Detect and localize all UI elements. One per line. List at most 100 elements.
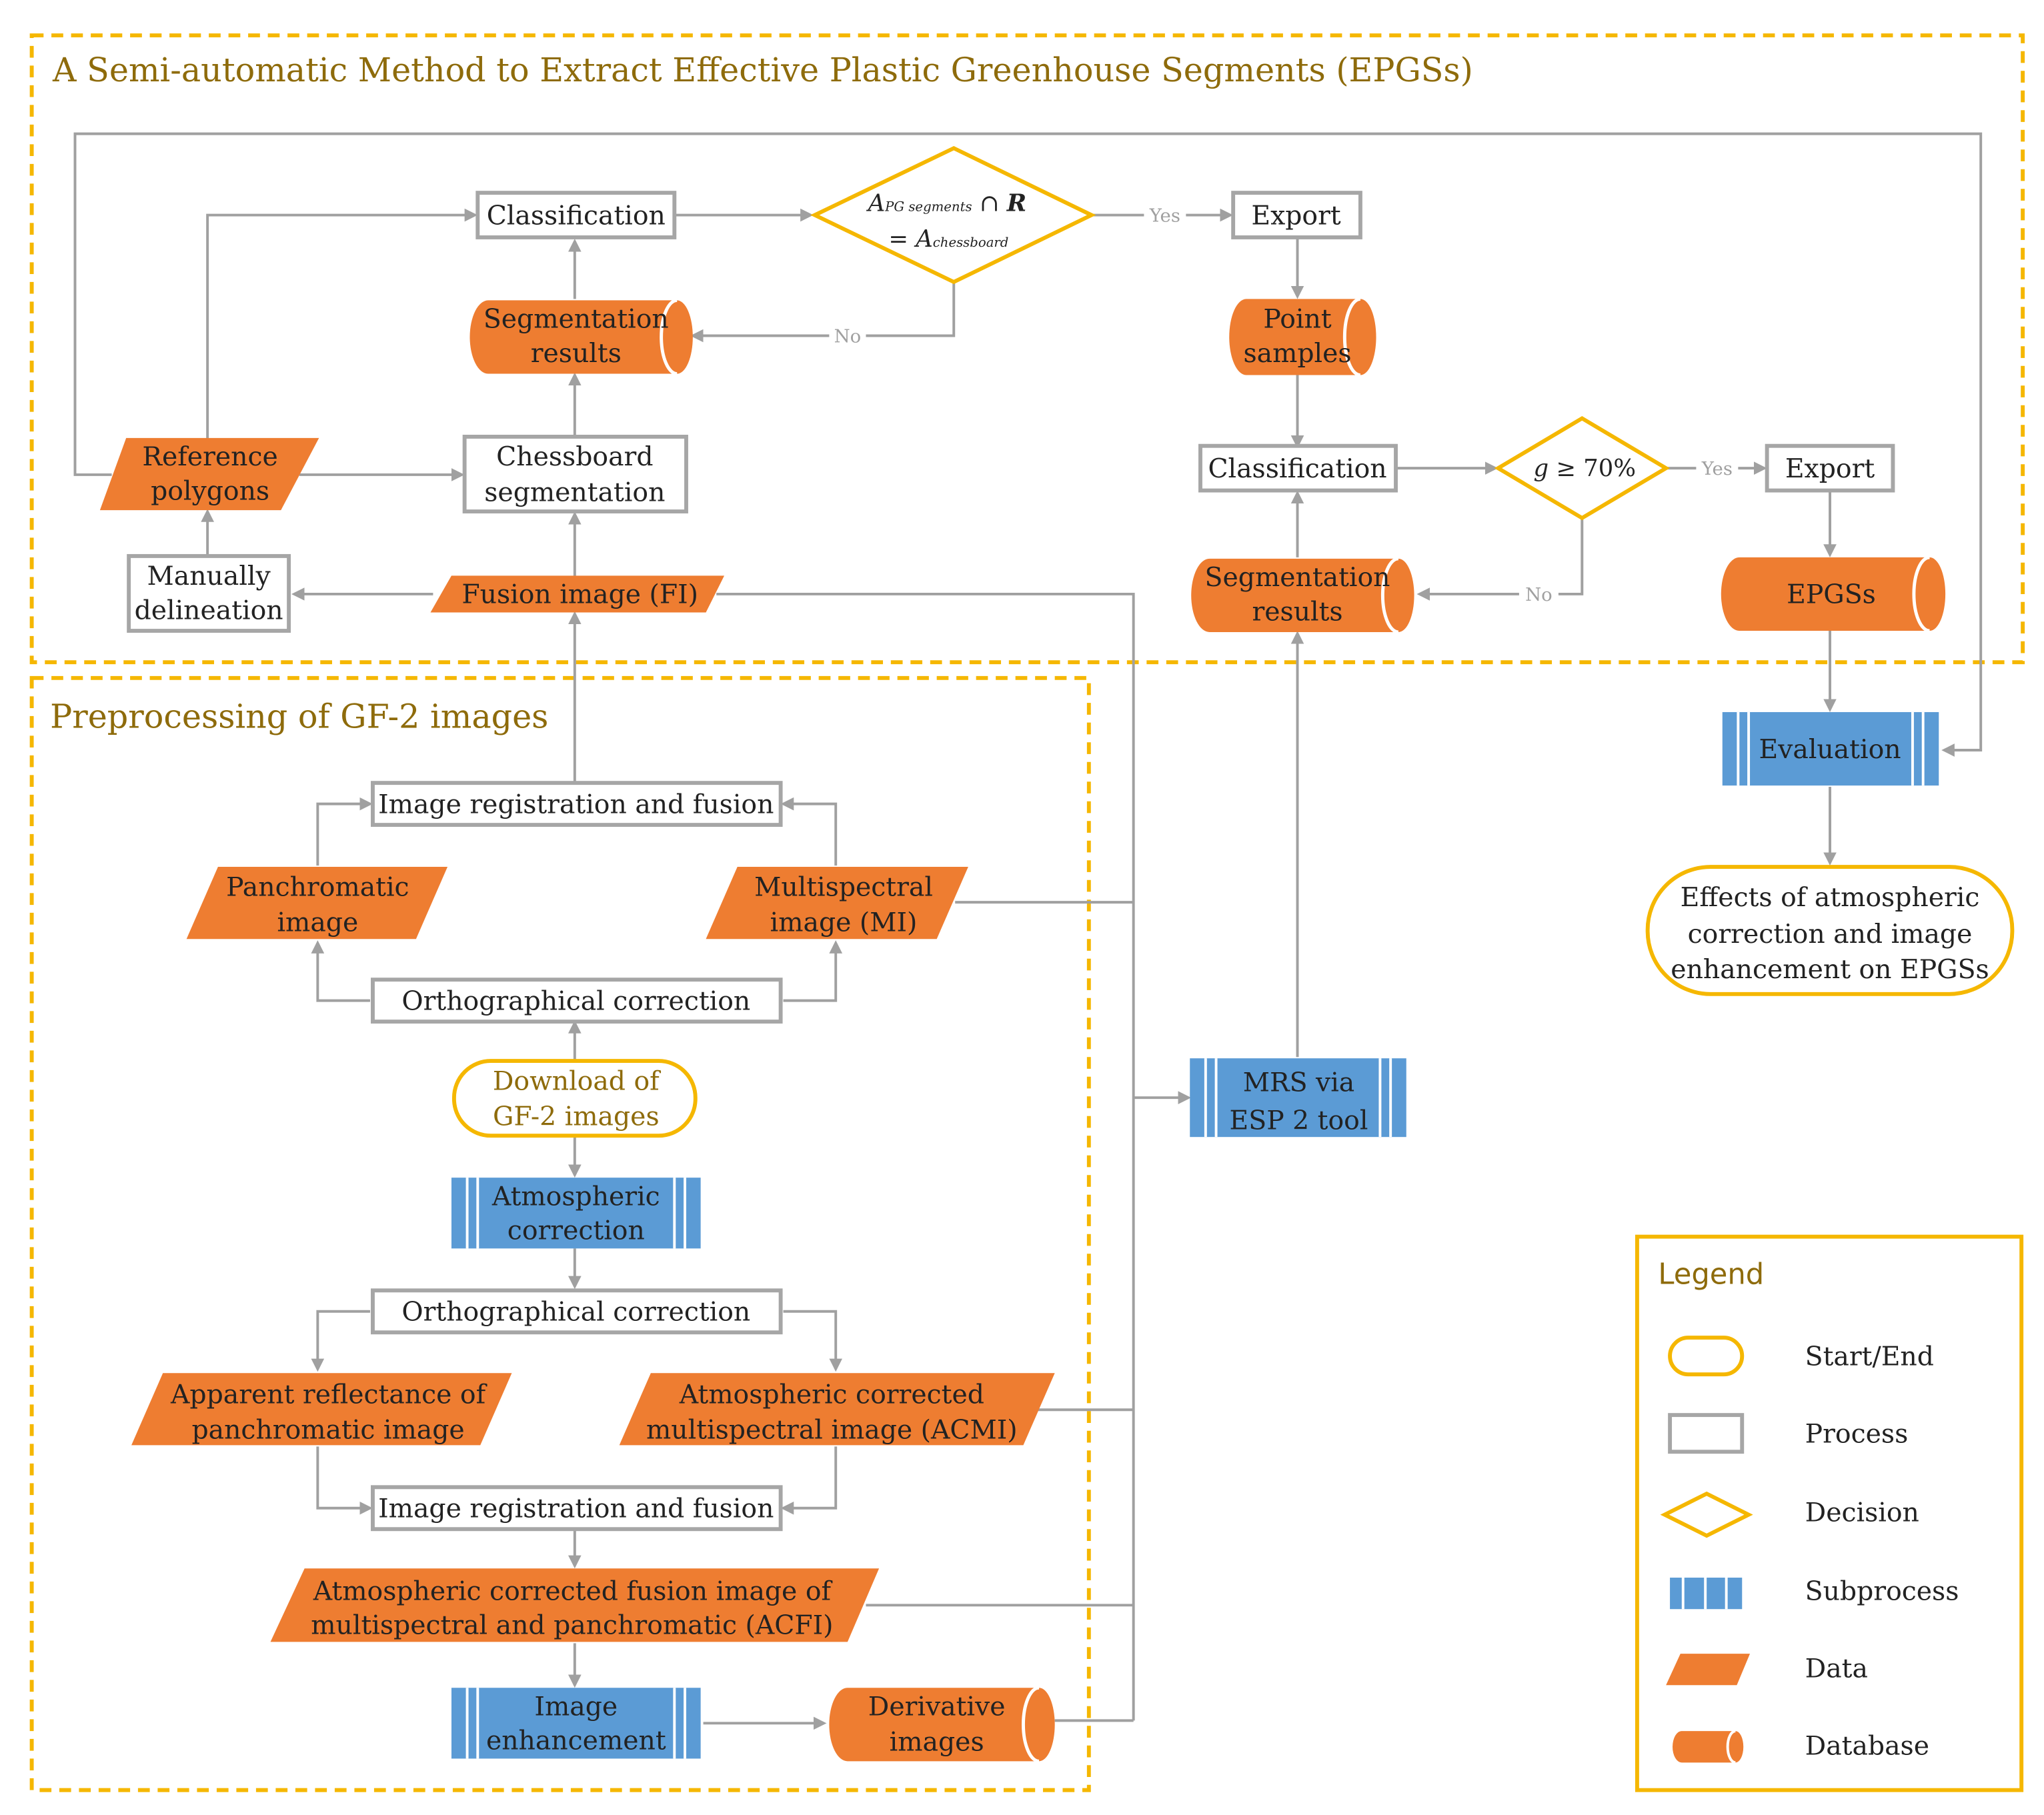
svg-text:segmentation: segmentation	[484, 477, 665, 507]
svg-text:multispectral and panchromatic: multispectral and panchromatic (ACFI)	[311, 1610, 833, 1641]
bottom-panel-title: Preprocessing of GF-2 images	[50, 697, 548, 736]
svg-text:Segmentation: Segmentation	[1205, 562, 1390, 593]
start-download-images: Download of GF-2 images	[451, 1059, 698, 1138]
legend-process-label: Process	[1805, 1418, 1909, 1449]
process-chessboard-segmentation: Chessboard segmentation	[462, 434, 688, 513]
edge-reference-to-classification	[206, 208, 478, 439]
svg-text:Evaluation: Evaluation	[1759, 734, 1901, 765]
svg-text:correction and image: correction and image	[1688, 919, 1973, 950]
database-derivative-images: Derivative images	[829, 1686, 1055, 1763]
database-epgss: EPGSs	[1721, 555, 1946, 633]
subprocess-atmospheric-correction: Atmospheric correction	[451, 1178, 701, 1249]
edge-apparent-to-regfusion2	[316, 1446, 373, 1515]
legend-process-icon	[1668, 1413, 1745, 1454]
end-effects: Effects of atmospheric correction and im…	[1645, 865, 2015, 996]
subprocess-evaluation: Evaluation	[1722, 711, 1939, 786]
svg-text:Multispectral: Multispectral	[754, 871, 933, 902]
legend: Legend Start/End Process Decision Subpro…	[1635, 1234, 2024, 1792]
legend-decision-label: Decision	[1805, 1497, 1919, 1528]
svg-text:Export: Export	[1251, 200, 1341, 231]
subprocess-mrs: MRS via ESP 2 tool	[1190, 1058, 1406, 1138]
data-reference-polygons: Reference polygons	[99, 437, 319, 511]
edge-label-no-1: No	[834, 325, 862, 347]
subprocess-image-enhancement: Image enhancement	[451, 1688, 701, 1759]
decision-area-equal: APG segments ∩ R = Achessboard	[810, 145, 1096, 285]
svg-text:delineation: delineation	[135, 595, 283, 625]
svg-text:multispectral image (ACMI): multispectral image (ACMI)	[646, 1415, 1018, 1446]
svg-text:enhancement: enhancement	[486, 1726, 666, 1756]
svg-text:samples: samples	[1243, 338, 1351, 369]
decision-threshold: g ≥ 70%	[1494, 415, 1670, 521]
svg-text:results: results	[531, 338, 622, 369]
legend-data-label: Data	[1805, 1653, 1868, 1684]
legend-start-end-icon	[1668, 1336, 1745, 1377]
svg-text:APG segments ∩ R: APG segments ∩ R	[866, 190, 1027, 217]
svg-text:Manually: Manually	[147, 561, 271, 591]
data-fusion-image: Fusion image (FI)	[430, 575, 725, 613]
svg-text:Segmentation: Segmentation	[483, 304, 669, 335]
process-export: Export	[1231, 191, 1362, 239]
svg-text:Image registration and fusion: Image registration and fusion	[378, 789, 774, 819]
process-image-registration-fusion: Image registration and fusion	[371, 781, 783, 827]
legend-database-label: Database	[1805, 1731, 1929, 1762]
data-acfi: Atmospheric corrected fusion image of mu…	[270, 1568, 880, 1642]
edge-ms-to-regfusion	[780, 797, 838, 866]
data-multispectral-image: Multispectral image (MI)	[706, 867, 968, 940]
svg-text:image: image	[277, 907, 358, 938]
process-orthographical-correction: Orthographical correction	[371, 978, 783, 1024]
legend-start-end-label: Start/End	[1805, 1341, 1934, 1372]
svg-text:Export: Export	[1785, 453, 1875, 484]
database-segmentation-results-2: Segmentation results	[1191, 557, 1414, 634]
svg-text:Apparent reflectance of: Apparent reflectance of	[170, 1379, 487, 1410]
svg-text:Panchromatic: Panchromatic	[226, 871, 409, 902]
database-segmentation-results: Segmentation results	[469, 298, 693, 375]
svg-text:Effects of atmospheric: Effects of atmospheric	[1681, 882, 1980, 913]
svg-text:g ≥ 70%: g ≥ 70%	[1533, 455, 1635, 482]
process-image-registration-fusion-2: Image registration and fusion	[371, 1485, 783, 1532]
data-acmi: Atmospheric corrected multispectral imag…	[619, 1373, 1055, 1446]
svg-text:Download of: Download of	[493, 1066, 661, 1096]
svg-text:EPGSs: EPGSs	[1787, 579, 1876, 610]
process-manual-delineation: Manually delineation	[127, 553, 291, 633]
svg-text:MRS via: MRS via	[1243, 1067, 1355, 1098]
svg-text:Atmospheric corrected fusion i: Atmospheric corrected fusion image of	[313, 1576, 833, 1606]
svg-text:images: images	[890, 1727, 984, 1758]
edge-reference-to-evaluation	[73, 132, 1983, 757]
data-apparent-reflectance: Apparent reflectance of panchromatic ima…	[131, 1373, 512, 1446]
svg-text:Reference: Reference	[142, 441, 277, 472]
data-panchromatic-image: Panchromatic image	[186, 867, 448, 940]
legend-subprocess-label: Subprocess	[1805, 1576, 1959, 1606]
svg-text:image (MI): image (MI)	[770, 907, 918, 938]
edge-ortho-to-pan	[311, 940, 371, 1002]
edge-ortho2-to-apparent	[311, 1310, 371, 1372]
edge-ortho2-to-acmi	[783, 1310, 843, 1372]
legend-subprocess-icon	[1670, 1578, 1743, 1610]
svg-text:Orthographical correction: Orthographical correction	[401, 1297, 750, 1328]
edge-acmi-to-regfusion2	[780, 1446, 838, 1515]
svg-text:= Achessboard: = Achessboard	[888, 225, 1008, 253]
svg-text:results: results	[1252, 596, 1342, 627]
top-panel	[29, 33, 2025, 665]
edge-label-no-2: No	[1525, 584, 1553, 605]
legend-decision-icon	[1660, 1491, 1753, 1538]
process-classification: Classification	[475, 191, 677, 239]
svg-text:panchromatic image: panchromatic image	[191, 1415, 464, 1446]
edge-ortho-to-ms	[783, 940, 843, 1002]
svg-text:ESP 2 tool: ESP 2 tool	[1230, 1105, 1368, 1136]
svg-text:Classification: Classification	[487, 200, 666, 231]
svg-text:Point: Point	[1263, 304, 1331, 335]
svg-text:Chessboard: Chessboard	[496, 441, 653, 472]
svg-text:enhancement on EPGSs: enhancement on EPGSs	[1671, 954, 1989, 985]
connectors	[73, 132, 1983, 1730]
legend-database-icon	[1673, 1730, 1744, 1764]
svg-text:Classification: Classification	[1208, 453, 1386, 484]
process-orthographical-correction-2: Orthographical correction	[371, 1288, 783, 1335]
legend-data-icon	[1666, 1654, 1751, 1686]
svg-text:Atmospheric: Atmospheric	[491, 1181, 660, 1212]
legend-title: Legend	[1658, 1258, 1764, 1291]
svg-text:Fusion image (FI): Fusion image (FI)	[461, 579, 698, 610]
svg-text:polygons: polygons	[151, 475, 269, 506]
svg-text:GF-2 images: GF-2 images	[493, 1101, 660, 1132]
edge-label-yes-1: Yes	[1149, 205, 1180, 226]
